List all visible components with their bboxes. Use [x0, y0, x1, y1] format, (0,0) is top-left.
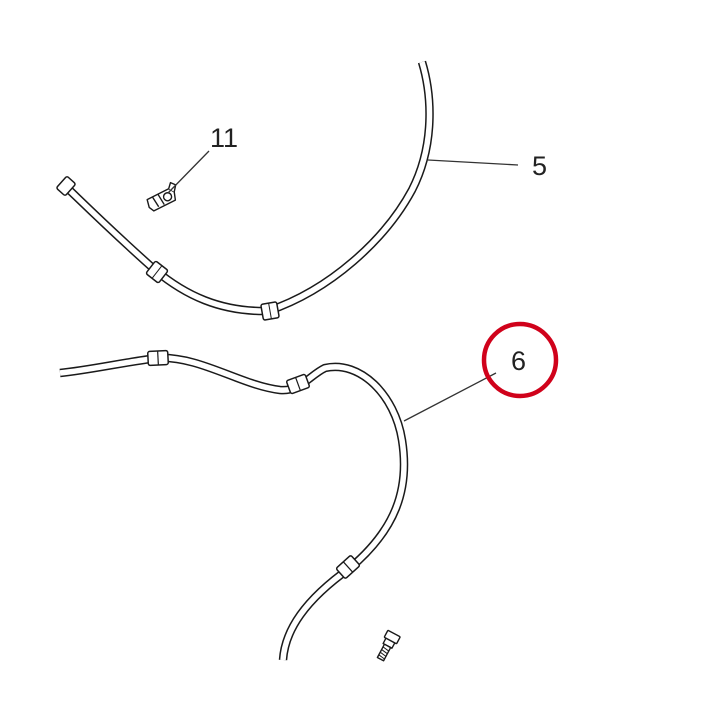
- hose-5: [59, 60, 434, 316]
- hose-6-sleeve-middle: [286, 373, 310, 395]
- hose-5-sleeve-middle: [145, 260, 169, 284]
- leader-line-5: [427, 159, 519, 166]
- hose-5-sleeve-left: [56, 176, 76, 196]
- callout-6: 6: [511, 346, 526, 376]
- hose-5-sleeve-bottom: [260, 301, 280, 321]
- hose-6-sleeve-left: [146, 349, 170, 367]
- hose-fitting: [376, 629, 401, 662]
- hose-6-sleeve-lower: [335, 555, 361, 579]
- hose-6: [59, 353, 409, 661]
- callout-11: 11: [210, 123, 238, 153]
- callout-5: 5: [532, 151, 547, 181]
- highlight-ring: [481, 321, 559, 399]
- leader-line-11: [167, 150, 210, 194]
- leader-line-6: [403, 372, 497, 422]
- clip-11: [146, 181, 177, 212]
